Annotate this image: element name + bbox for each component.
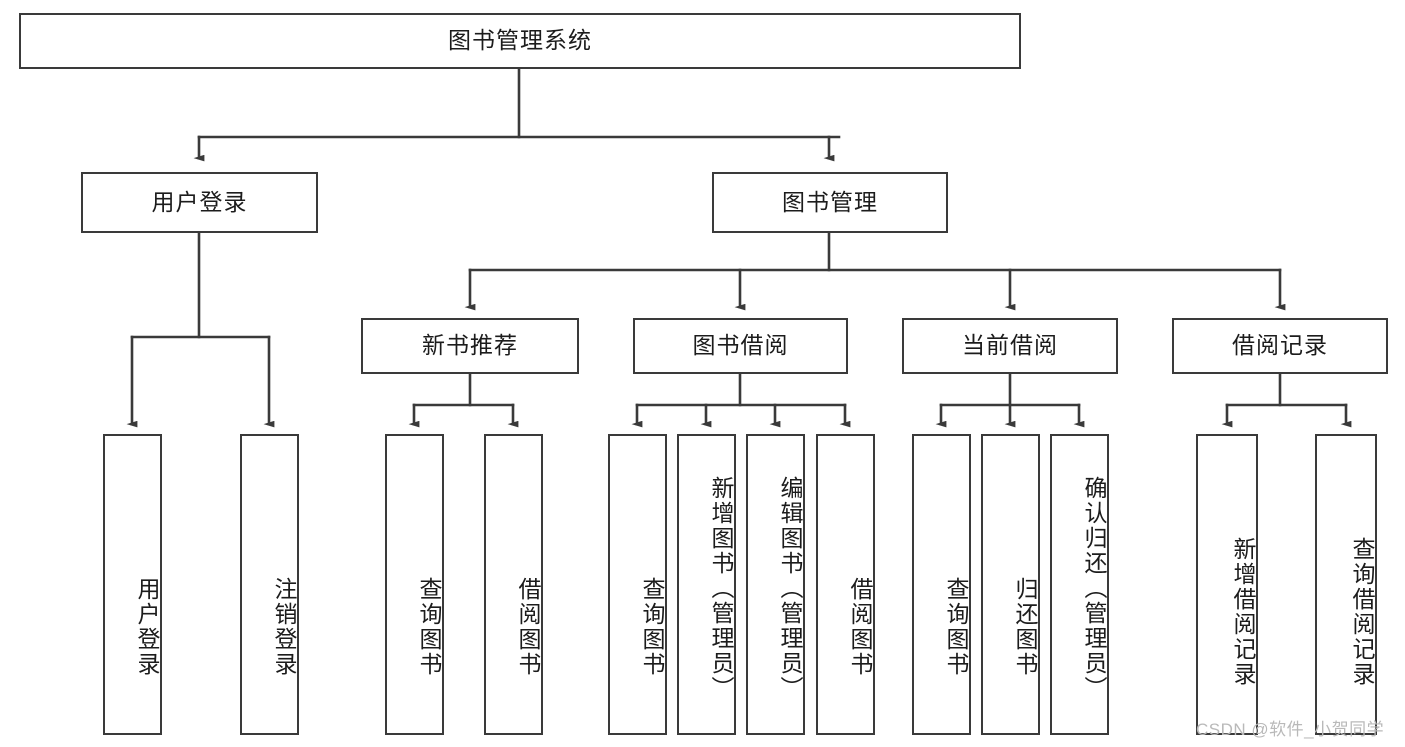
node-book-management[interactable]: 图书管理 bbox=[712, 172, 948, 233]
leaf-borrow-borrow-book[interactable]: 借阅图书 bbox=[816, 434, 875, 735]
node-label: 用户登录 bbox=[151, 188, 248, 215]
node-label: 查询图书 bbox=[639, 576, 665, 677]
node-label: 用户登录 bbox=[134, 576, 160, 677]
node-label: 图书管理系统 bbox=[448, 27, 592, 54]
leaf-borrow-edit-book-admin[interactable]: 编辑图书（管理员） bbox=[746, 434, 805, 735]
node-label: 查询图书 bbox=[416, 576, 442, 677]
leaf-user-login-signin[interactable]: 用户登录 bbox=[103, 434, 162, 735]
node-label: 图书借阅 bbox=[692, 332, 789, 359]
leaf-recommend-query-book[interactable]: 查询图书 bbox=[385, 434, 444, 735]
node-label: 归还图书 bbox=[1012, 576, 1038, 677]
node-borrow-records[interactable]: 借阅记录 bbox=[1172, 318, 1388, 374]
leaf-borrow-query-book[interactable]: 查询图书 bbox=[608, 434, 667, 735]
node-label: 当前借阅 bbox=[962, 332, 1058, 359]
watermark-text: CSDN @软件_小贺同学 bbox=[1196, 720, 1385, 739]
node-root-system[interactable]: 图书管理系统 bbox=[19, 13, 1021, 69]
node-current-borrow[interactable]: 当前借阅 bbox=[902, 318, 1118, 374]
node-label: 注销登录 bbox=[271, 576, 297, 677]
node-label: 图书管理 bbox=[782, 188, 878, 215]
node-label: 借阅记录 bbox=[1232, 332, 1328, 359]
node-label: 新增图书（管理员） bbox=[708, 476, 734, 701]
node-new-book-recommend[interactable]: 新书推荐 bbox=[361, 318, 579, 374]
leaf-recommend-borrow-book[interactable]: 借阅图书 bbox=[484, 434, 543, 735]
node-user-login[interactable]: 用户登录 bbox=[81, 172, 318, 233]
node-label: 查询借阅记录 bbox=[1349, 536, 1375, 687]
node-book-borrow[interactable]: 图书借阅 bbox=[633, 318, 848, 374]
leaf-records-add-record[interactable]: 新增借阅记录 bbox=[1196, 434, 1258, 735]
node-label: 新增借阅记录 bbox=[1230, 536, 1256, 687]
leaf-user-login-signout[interactable]: 注销登录 bbox=[240, 434, 299, 735]
leaf-current-confirm-return-admin[interactable]: 确认归还（管理员） bbox=[1050, 434, 1109, 735]
leaf-records-query-record[interactable]: 查询借阅记录 bbox=[1315, 434, 1377, 735]
node-label: 查询图书 bbox=[943, 576, 969, 677]
node-label: 借阅图书 bbox=[847, 576, 873, 677]
node-label: 确认归还（管理员） bbox=[1081, 476, 1107, 701]
node-label: 新书推荐 bbox=[422, 332, 518, 359]
node-label: 借阅图书 bbox=[515, 576, 541, 677]
leaf-current-query-book[interactable]: 查询图书 bbox=[912, 434, 971, 735]
leaf-borrow-add-book-admin[interactable]: 新增图书（管理员） bbox=[677, 434, 736, 735]
leaf-current-return-book[interactable]: 归还图书 bbox=[981, 434, 1040, 735]
node-label: 编辑图书（管理员） bbox=[777, 476, 803, 701]
